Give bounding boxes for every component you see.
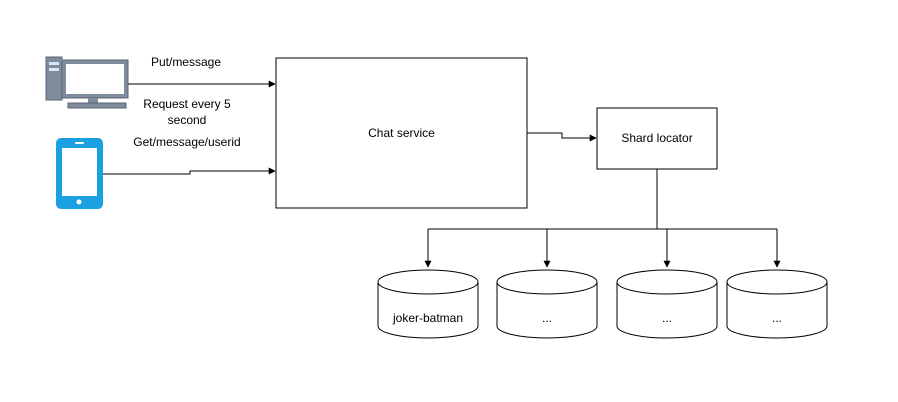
database-label: ...	[662, 311, 672, 325]
database-2: ...	[496, 269, 598, 339]
mobile-phone-icon	[56, 138, 103, 209]
shard-locator-label: Shard locator	[621, 131, 692, 145]
edge-get-message	[103, 167, 276, 175]
edge-label-get: Get/message/userid	[133, 135, 240, 149]
edge-label-put: Put/message	[151, 55, 221, 69]
edge-chat-to-shard	[527, 132, 597, 142]
database-joker-batman: joker-batman	[377, 269, 479, 339]
chat-service-label: Chat service	[368, 126, 435, 140]
desktop-computer-icon	[45, 56, 129, 109]
database-label: joker-batman	[392, 311, 463, 325]
database-label: ...	[542, 311, 552, 325]
database-4: ...	[726, 269, 828, 339]
chat-service-node: Chat service	[275, 57, 528, 209]
edge-label-request-line2: second	[168, 113, 207, 127]
edge-label-request-line1: Request every 5	[143, 97, 231, 111]
database-label: ...	[772, 311, 782, 325]
shard-locator-node: Shard locator	[596, 107, 718, 170]
database-3: ...	[616, 269, 718, 339]
